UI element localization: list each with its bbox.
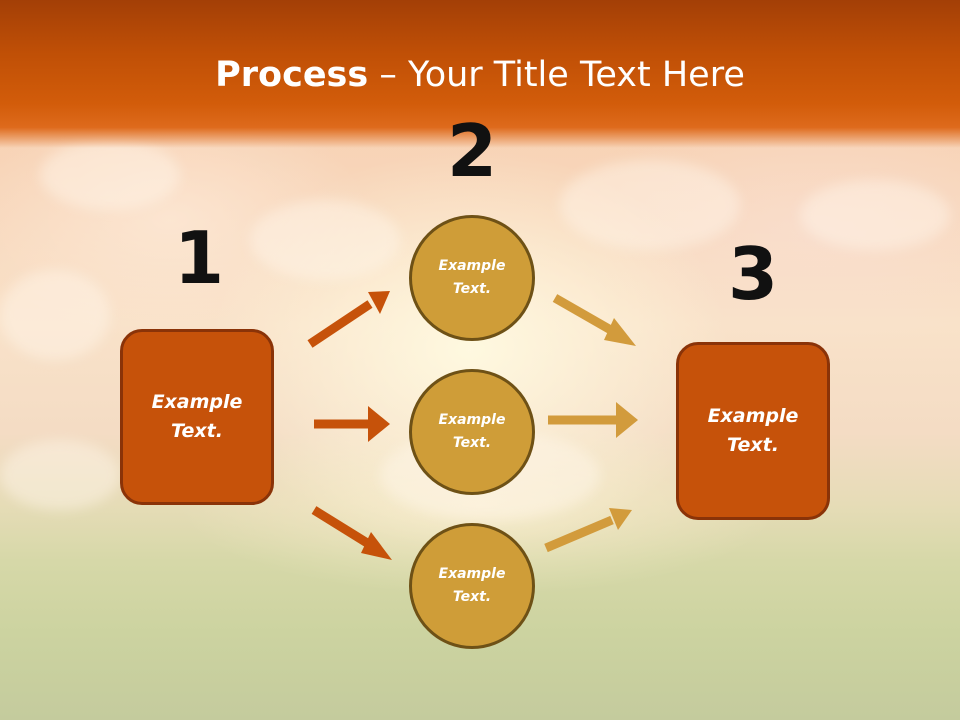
cloud: [40, 140, 180, 210]
left-box-label: Example Text.: [151, 391, 243, 442]
cloud: [0, 270, 110, 360]
arrow-right-icon: [548, 402, 638, 438]
circle-bottom-label: Example Text.: [438, 566, 506, 605]
title-rest: – Your Title Text Here: [368, 55, 745, 95]
arrow-right-up-icon: [307, 291, 390, 348]
arrow-right-down-icon: [311, 506, 392, 560]
cloud: [0, 440, 120, 510]
left-box: Example Text.: [120, 329, 274, 505]
cloud: [250, 200, 400, 280]
circle-middle-label: Example Text.: [438, 412, 506, 451]
step-number-3: 3: [727, 232, 779, 316]
arrow-right-down-icon: [552, 294, 636, 346]
header-band: [0, 0, 960, 148]
title-bold: Process: [215, 55, 369, 95]
left-arrows: [307, 291, 392, 560]
circle-top-label: Example Text.: [438, 258, 506, 297]
right-box-label: Example Text.: [707, 405, 799, 456]
cloud: [560, 160, 740, 250]
circle-bottom: Example Text.: [409, 523, 535, 649]
circle-middle: Example Text.: [409, 369, 535, 495]
step-number-1: 1: [173, 216, 225, 300]
arrow-right-up-icon: [544, 508, 632, 553]
right-arrows: [544, 294, 638, 553]
right-box: Example Text.: [676, 342, 830, 520]
step-number-2: 2: [446, 109, 498, 193]
circle-top: Example Text.: [409, 215, 535, 341]
cloud: [800, 180, 950, 250]
slide-title: Process – Your Title Text Here: [0, 52, 960, 98]
arrow-right-icon: [314, 406, 390, 442]
